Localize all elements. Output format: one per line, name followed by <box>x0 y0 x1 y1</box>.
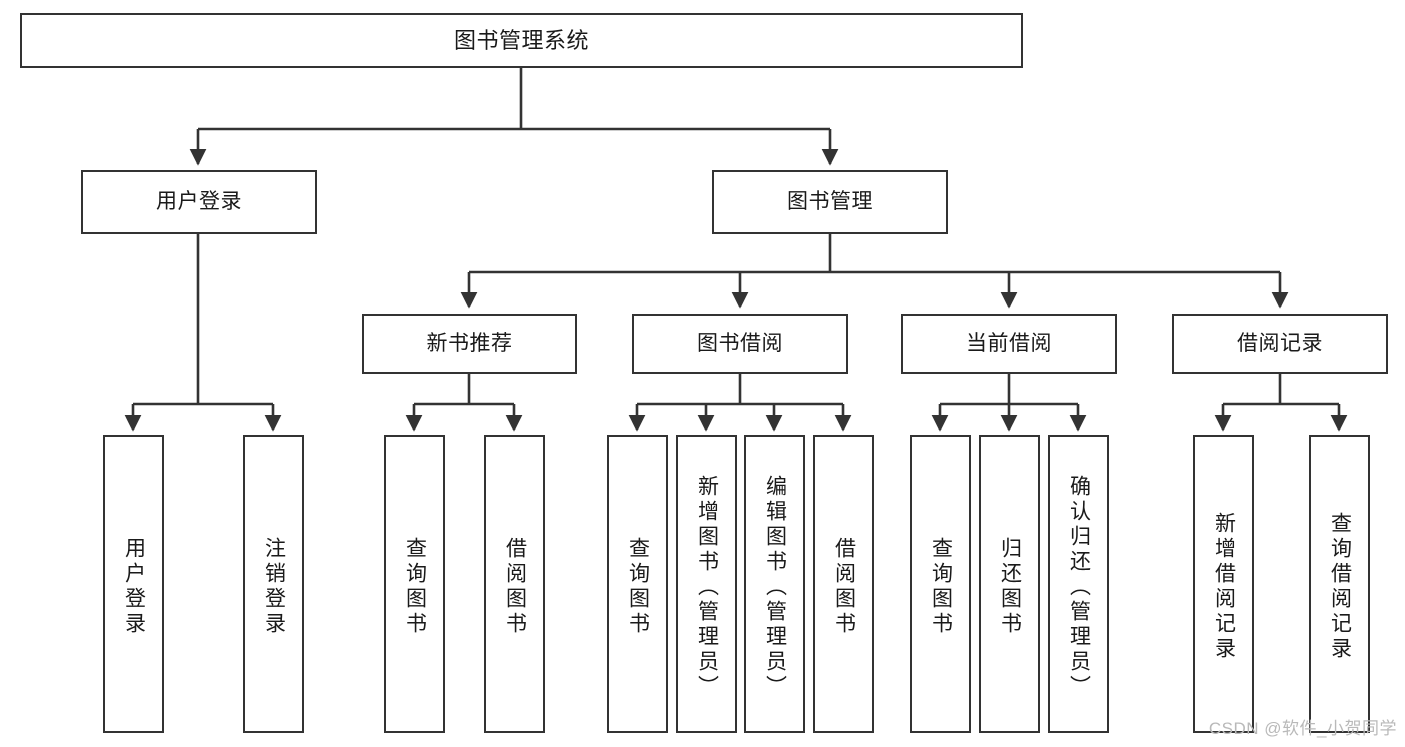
node-borrow-record[interactable]: 借阅记录 <box>1172 314 1388 374</box>
node-label: 借阅记录 <box>1237 331 1323 355</box>
node-label: 借阅图书 <box>832 537 856 637</box>
node-label: 新增图书（管理员） <box>695 474 719 700</box>
node-label: 查询借阅记录 <box>1328 512 1352 662</box>
node-label: 当前借阅 <box>966 331 1052 355</box>
node-book-borrow[interactable]: 图书借阅 <box>632 314 848 374</box>
leaf-borrow-query-book[interactable]: 查询图书 <box>607 435 668 733</box>
leaf-borrow-borrow-book[interactable]: 借阅图书 <box>813 435 874 733</box>
node-root-system[interactable]: 图书管理系统 <box>20 13 1023 68</box>
node-label: 查询图书 <box>626 537 650 637</box>
leaf-record-query-record[interactable]: 查询借阅记录 <box>1309 435 1370 733</box>
node-label: 借阅图书 <box>503 537 527 637</box>
node-label: 注销登录 <box>262 537 286 637</box>
node-label: 图书管理 <box>787 189 873 213</box>
node-label: 用户登录 <box>122 537 146 637</box>
node-label: 图书管理系统 <box>453 27 589 53</box>
leaf-borrow-add-book-admin[interactable]: 新增图书（管理员） <box>676 435 737 733</box>
node-label: 图书借阅 <box>697 331 783 355</box>
leaf-current-query-book[interactable]: 查询图书 <box>910 435 971 733</box>
csdn-watermark: CSDN @软件_小贺同学 <box>1208 719 1397 738</box>
leaf-recommend-borrow-book[interactable]: 借阅图书 <box>484 435 545 733</box>
leaf-record-add-record[interactable]: 新增借阅记录 <box>1193 435 1254 733</box>
leaf-user-login-logout[interactable]: 注销登录 <box>243 435 304 733</box>
node-new-book-recommend[interactable]: 新书推荐 <box>362 314 577 374</box>
node-book-management[interactable]: 图书管理 <box>712 170 948 234</box>
leaf-recommend-query-book[interactable]: 查询图书 <box>384 435 445 733</box>
node-label: 确认归还（管理员） <box>1067 474 1091 700</box>
node-label: 新增借阅记录 <box>1212 512 1236 662</box>
node-user-login[interactable]: 用户登录 <box>81 170 317 234</box>
node-label: 查询图书 <box>929 537 953 637</box>
leaf-current-return-book[interactable]: 归还图书 <box>979 435 1040 733</box>
node-label: 新书推荐 <box>426 331 513 355</box>
leaf-current-confirm-return-admin[interactable]: 确认归还（管理员） <box>1048 435 1109 733</box>
leaf-borrow-edit-book-admin[interactable]: 编辑图书（管理员） <box>744 435 805 733</box>
leaf-user-login-login[interactable]: 用户登录 <box>103 435 164 733</box>
node-label: 归还图书 <box>998 537 1022 637</box>
node-label: 用户登录 <box>156 189 242 213</box>
node-label: 查询图书 <box>403 537 427 637</box>
node-current-borrow[interactable]: 当前借阅 <box>901 314 1117 374</box>
node-label: 编辑图书（管理员） <box>763 474 787 700</box>
